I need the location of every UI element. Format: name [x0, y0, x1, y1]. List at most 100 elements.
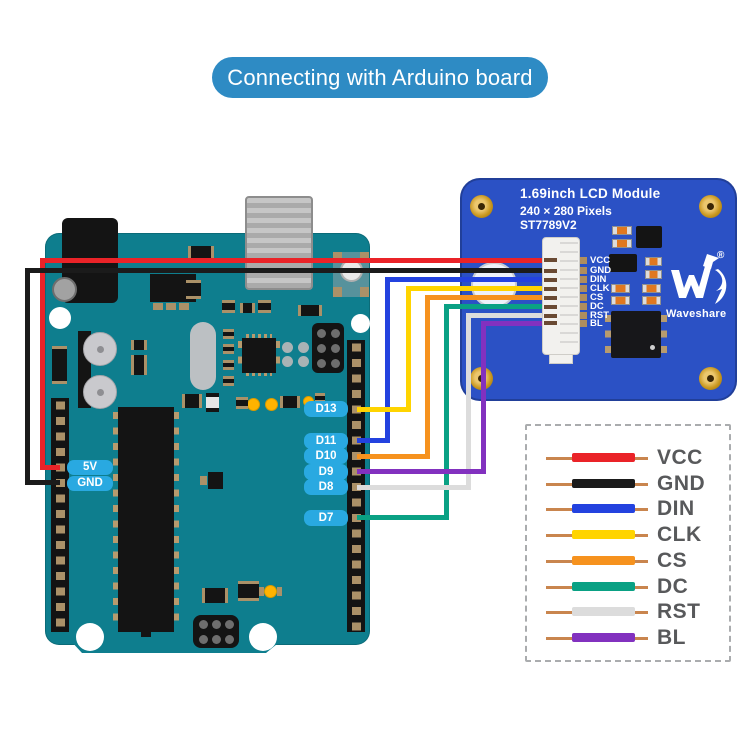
legend-swatch-bl — [572, 633, 635, 642]
wire-bl — [481, 320, 552, 326]
wire-vcc — [40, 464, 60, 470]
wire-crimp — [544, 258, 557, 262]
smd-component — [188, 246, 214, 259]
lcd-pin-label-vcc: VCC — [590, 254, 611, 266]
legend-box — [525, 424, 731, 662]
smd-component — [131, 340, 147, 350]
title-banner: Connecting with Arduino board — [212, 57, 548, 98]
lcd-pin-label-cs: CS — [590, 292, 604, 303]
waveshare-logo-icon — [671, 254, 727, 304]
lcd-pin-label-bl: BL — [590, 317, 603, 329]
pin-badge-5v: 5V — [67, 459, 113, 475]
title-text: Connecting with Arduino board — [227, 64, 533, 90]
wire-dc — [444, 304, 449, 520]
wire-dc — [357, 515, 449, 520]
lcd-pin-pad — [578, 267, 587, 274]
smd-component — [52, 346, 67, 384]
wire-crimp — [544, 268, 557, 273]
dip-pins — [113, 412, 118, 627]
via-pad — [282, 342, 293, 353]
pin-badge-d7: D7 — [304, 509, 348, 526]
pin-badge-label: D13 — [315, 403, 337, 415]
usb-connector — [245, 196, 313, 290]
jst-connector-slots — [560, 242, 578, 350]
wire-crimp — [544, 295, 557, 300]
smd-resistor — [611, 284, 630, 293]
legend-row-dc: DC — [538, 575, 728, 598]
wire-din — [385, 277, 390, 443]
legend-row-cs: CS — [538, 549, 728, 572]
jst-connector-tab — [549, 355, 573, 364]
wire-lead — [635, 560, 648, 563]
icsp-pin — [331, 359, 340, 368]
smd-resistor — [645, 270, 662, 279]
icsp-pin — [225, 635, 234, 644]
legend-swatch-cs — [572, 556, 635, 565]
wire-lead — [635, 457, 648, 460]
via-pad — [282, 356, 293, 367]
crystal-oscillator — [190, 322, 216, 390]
wire-rst — [466, 313, 552, 318]
smd-transistor — [636, 226, 662, 248]
pin-badge-label: D11 — [315, 434, 337, 447]
smd-component — [240, 303, 255, 313]
smd-component — [182, 394, 202, 408]
lcd-subtitle: 240 × 280 Pixels — [520, 204, 612, 218]
smd-resistor — [642, 296, 661, 305]
legend-label-vcc: VCC — [657, 446, 703, 469]
smd-component — [223, 360, 234, 370]
legend-row-clk: CLK — [538, 523, 728, 546]
wire-cs — [357, 453, 430, 459]
icsp-pin — [225, 620, 234, 629]
pin-badge-label: D8 — [318, 481, 334, 493]
smd-resistor — [612, 239, 632, 248]
wire-crimp — [544, 304, 557, 309]
legend-label-din: DIN — [657, 497, 695, 520]
legend-label-dc: DC — [657, 575, 689, 598]
lcd-pin-label-clk: CLK — [590, 283, 610, 294]
lcd-pin-pad — [578, 256, 587, 264]
smd-component — [206, 393, 219, 412]
lcd-pin-pad — [578, 312, 587, 319]
smd-component — [258, 300, 271, 313]
dip-chip-notch — [141, 632, 151, 637]
legend-swatch-rst — [572, 607, 635, 616]
mounting-hole — [76, 623, 104, 651]
wire-lead — [546, 637, 572, 640]
wire-bl — [357, 469, 486, 474]
led-pad — [277, 587, 282, 596]
pin-badge-d9: D9 — [304, 463, 348, 480]
wire-lead — [546, 560, 572, 563]
wire-vcc — [40, 257, 45, 470]
power-jack-barrel — [52, 277, 77, 302]
wire-vcc — [40, 257, 552, 263]
wire-dc — [444, 304, 552, 309]
wire-din — [385, 277, 552, 282]
wire-crimp — [544, 313, 557, 318]
wire-rst — [466, 313, 471, 490]
smd-component — [208, 472, 223, 489]
wire-lead — [635, 586, 648, 589]
wire-gnd — [25, 480, 60, 485]
screw-hole-center — [478, 202, 485, 210]
smd-component — [280, 396, 300, 408]
left-pin-header — [51, 398, 69, 632]
lcd-pin-label-din: DIN — [590, 274, 607, 285]
reset-pad — [333, 252, 342, 262]
smd-pad — [200, 476, 207, 485]
smd-component — [236, 397, 248, 409]
legend-row-din: DIN — [538, 497, 728, 520]
pin-badge-label: D10 — [315, 450, 337, 462]
wire-lead — [635, 483, 648, 486]
wire-clk — [406, 286, 552, 291]
wire-clk — [406, 286, 411, 411]
wire-crimp — [544, 286, 557, 291]
screw-hole-center — [706, 374, 714, 382]
lcd-pin-label-rst: RST — [590, 310, 609, 321]
legend-row-bl: BL — [538, 626, 728, 649]
capacitor-dot — [97, 389, 104, 396]
lcd-title: 1.69inch LCD Module — [520, 186, 661, 201]
regulator-pad — [166, 303, 176, 310]
legend-swatch-clk — [572, 530, 635, 539]
